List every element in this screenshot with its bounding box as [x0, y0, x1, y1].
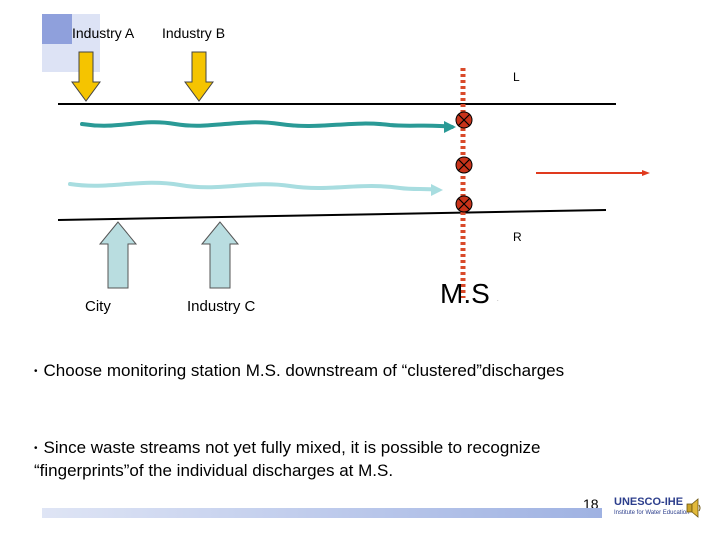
industry-a-label: Industry A	[72, 25, 135, 41]
industry-c-arrow	[200, 221, 240, 289]
footer-bar	[42, 508, 602, 518]
bullet-1-text: Choose monitoring station M.S. downstrea…	[43, 361, 565, 380]
industry-b-label: Industry B	[162, 25, 226, 41]
bullet-2-marker: •	[34, 442, 38, 454]
industry-b-arrow	[184, 51, 214, 102]
city-arrow	[98, 221, 138, 289]
industry-a-arrow	[71, 51, 101, 102]
bullet-1: • Choose monitoring station M.S. downstre…	[34, 360, 674, 383]
sampling-point-2	[455, 156, 473, 174]
monitoring-station-label: M.S	[440, 278, 490, 309]
dark-stream-arrowhead	[444, 121, 456, 133]
river-bank-right	[57, 209, 607, 221]
speaker-icon[interactable]	[686, 496, 702, 520]
monitoring-station-dot: .	[497, 297, 499, 303]
sampling-point-1	[455, 111, 473, 129]
corner-decoration-dark	[42, 14, 72, 44]
city-label: City	[85, 298, 111, 315]
bank-label-left: L	[513, 70, 520, 84]
bullet-1-marker: •	[34, 365, 38, 377]
light-stream-arrowhead	[431, 184, 443, 196]
sampling-point-3	[455, 195, 473, 213]
bullet-2-text: Since waste streams not yet fully mixed,…	[34, 438, 541, 480]
unesco-ihe-logo: UNESCO-IHE Institute for Water Education	[614, 494, 706, 524]
industry-c-label: Industry C	[187, 298, 256, 315]
dark-stream	[80, 120, 454, 129]
bank-label-right: R	[513, 230, 522, 244]
bullet-2: •Since waste streams not yet fully mixed…	[34, 437, 594, 482]
logo-name: UNESCO-IHE	[614, 496, 684, 508]
logo-subtitle: Institute for Water Education	[614, 510, 690, 516]
flow-arrowhead	[642, 170, 650, 176]
light-stream	[68, 180, 440, 192]
